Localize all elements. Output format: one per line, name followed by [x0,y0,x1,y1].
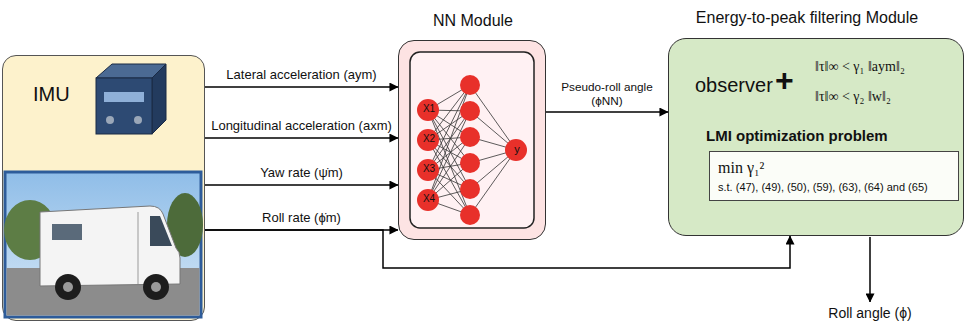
formula: ‖τ‖∞ < γ₁ ‖aym‖₂ [815,59,905,76]
formula: ‖τ‖∞ < γ₂ ‖w‖₂ [815,89,891,106]
signal-arrow [205,86,398,88]
module-box: Energy-to-peak filtering Moduleobserver+… [668,38,964,236]
block-name: observer [695,73,773,97]
signal-arrow [205,137,398,139]
box-heading: LMI optimization problem [706,127,888,145]
module-title: NN Module [369,11,577,30]
module-box: NN ModuleX1X2X3X4y [398,40,546,240]
signal-label: Yaw rate (ψ̇m) [260,165,343,181]
module-title: Energy-to-peak filtering Module [649,8,965,27]
neuron-label: X2 [418,133,440,145]
signal-label: Pseudo-roll angle (ϕNN) [550,80,664,108]
box-title: IMU [33,82,70,106]
neuron-label: X4 [418,193,440,205]
output-label: Roll angle (ϕ) [815,305,925,322]
neuron-label: X3 [418,163,440,175]
signal-label: Roll rate (ϕ̇m) [262,210,341,226]
sensor-box: IMU [2,55,205,321]
plus-sign: + [775,61,794,99]
signal-arrow [546,111,668,113]
objective: min γ₁² [718,158,950,177]
neuron-label: y [506,143,528,156]
signal-label: Longitudinal acceleration (axm) [211,118,392,134]
neuron-label: X1 [418,103,440,115]
signal-label: Lateral acceleration (aym) [226,67,376,83]
output-arrow [869,237,871,302]
optimization-box: LMI optimization problemmin γ₁²s.t. (47)… [709,151,959,201]
signal-arrow [205,184,398,186]
constraint-list: s.t. (47), (49), (50), (59), (63), (64) … [718,181,950,194]
